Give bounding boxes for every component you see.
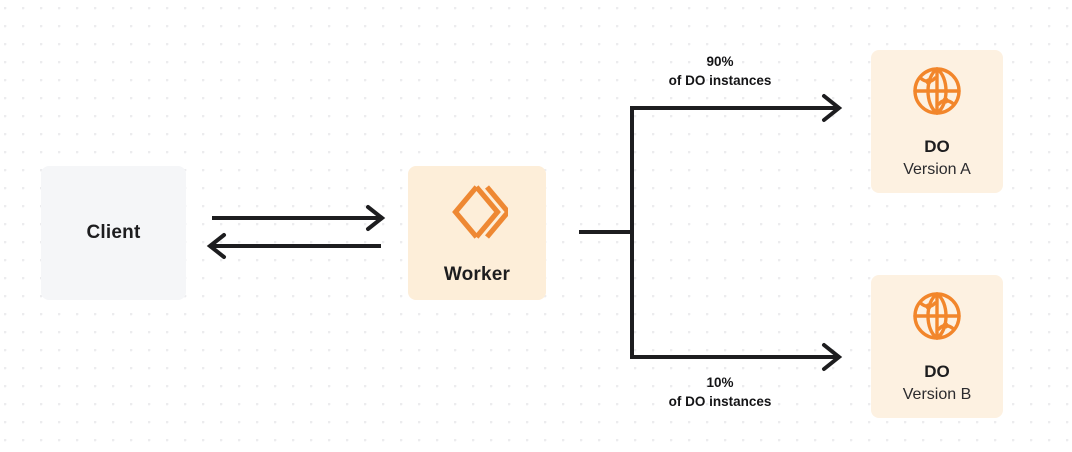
arrow-worker-to-do-a — [630, 94, 843, 122]
node-do-b-title: DO — [924, 361, 950, 381]
edge-label-do-a: 90% of DO instances — [615, 52, 825, 90]
node-client-title: Client — [86, 222, 141, 243]
cloudflare-workers-icon — [446, 181, 512, 248]
node-worker-title: Worker — [443, 263, 511, 285]
arrow-client-to-worker — [212, 205, 386, 231]
node-do-b-subtitle: Version B — [902, 385, 972, 403]
node-do-version-b: DO Version B — [871, 275, 1003, 418]
edge-label-do-b-percent: 10% — [706, 375, 734, 390]
node-do-a-subtitle: Version A — [903, 160, 971, 178]
edge-label-do-b-description: of DO instances — [668, 394, 772, 410]
globe-icon — [909, 288, 965, 349]
arrow-split-bracket — [579, 108, 634, 357]
arrow-worker-to-client — [206, 233, 381, 259]
edge-label-do-a-description: of DO instances — [668, 73, 772, 89]
node-do-version-a: DO Version A — [871, 50, 1003, 193]
edge-label-do-a-percent: 90% — [706, 54, 734, 69]
edge-label-do-b: 10% of DO instances — [615, 373, 825, 411]
node-client: Client — [41, 166, 186, 300]
arrow-worker-to-do-b — [630, 343, 843, 371]
node-worker: Worker — [408, 166, 546, 300]
node-do-a-title: DO — [924, 136, 950, 156]
globe-icon — [909, 63, 965, 124]
